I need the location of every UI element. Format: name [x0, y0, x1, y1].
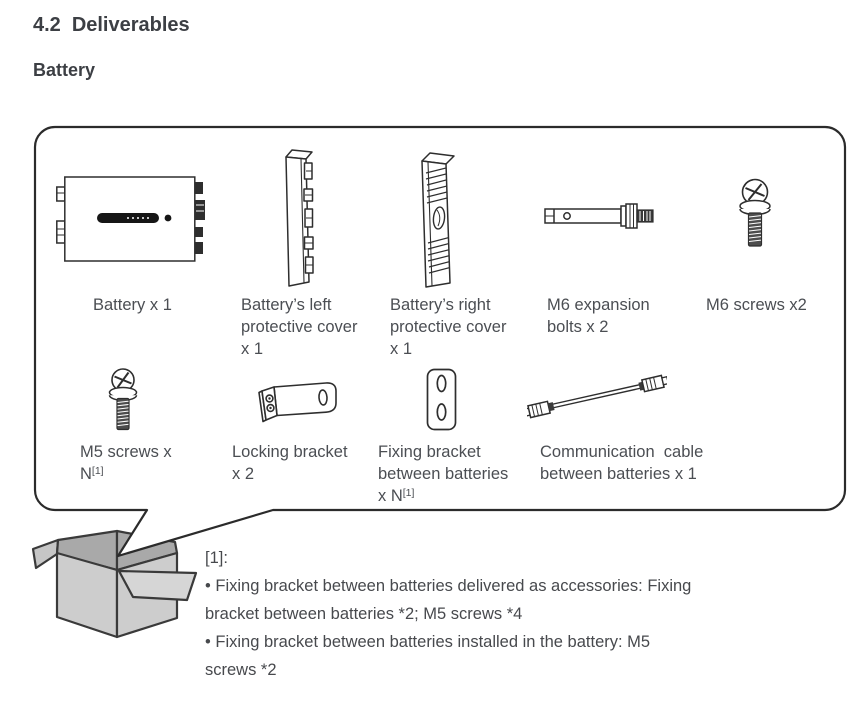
label-battery: Battery x 1	[93, 296, 172, 314]
footnote-bullet-line: • Fixing bracket between batteries insta…	[205, 633, 651, 651]
m5-screw-figure	[104, 367, 144, 435]
m6-expansion-bolt-illustration	[544, 203, 654, 229]
label-fixing-bracket: Fixing bracket between batteries x N[1]	[378, 443, 509, 505]
footnote-bullet-line: • Fixing bracket between batteries deliv…	[205, 577, 692, 595]
communication-cable-figure	[527, 371, 667, 423]
m6-screw-illustration	[739, 178, 771, 247]
label-left-protective-cover: Battery’s left protective cover x 1	[241, 296, 358, 358]
left-protective-cover-illustration	[285, 149, 314, 287]
m6-expansion-bolt-figure	[543, 197, 655, 237]
communication-cable-illustration	[527, 374, 667, 419]
right-protective-cover-illustration	[421, 152, 455, 288]
label-m6-screws: M6 screws x2	[706, 296, 807, 314]
locking-bracket-illustration	[258, 382, 337, 423]
m5-screw-illustration	[108, 368, 138, 431]
section-title: Deliverables	[71, 14, 190, 36]
label-m6-expansion-bolts: M6 expansion bolts x 2	[547, 296, 650, 336]
footnote-marker: [1]:	[205, 549, 228, 567]
left-protective-cover-figure	[276, 147, 322, 289]
locking-bracket-figure	[250, 378, 345, 430]
battery-figure	[56, 174, 208, 264]
footnote-bullet-line: screws *2	[205, 661, 277, 679]
m6-screw-figure	[733, 177, 777, 251]
fixing-bracket-figure	[423, 367, 461, 433]
footnote-block: [1]: • Fixing bracket between batteries …	[205, 544, 691, 684]
section-heading: 4.2 Deliverables	[33, 14, 190, 37]
footnote-bullet-line: bracket between batteries *2; M5 screws …	[205, 605, 523, 623]
battery-illustration	[56, 176, 205, 262]
label-m5-screws: M5 screws x N[1]	[80, 443, 172, 483]
label-right-protective-cover: Battery’s right protective cover x 1	[390, 296, 507, 358]
subsection-heading: Battery	[33, 60, 96, 80]
battery-button-dot	[164, 214, 172, 222]
label-locking-bracket: Locking bracket x 2	[232, 443, 348, 483]
footnote-ref-marker: [1]	[402, 487, 415, 499]
footnote-ref-marker: [1]	[91, 465, 104, 477]
section-number: 4.2	[33, 14, 61, 36]
label-communication-cable: Communication cable between batteries x …	[540, 443, 704, 483]
right-protective-cover-figure	[414, 149, 460, 289]
fixing-bracket-illustration	[426, 368, 457, 431]
